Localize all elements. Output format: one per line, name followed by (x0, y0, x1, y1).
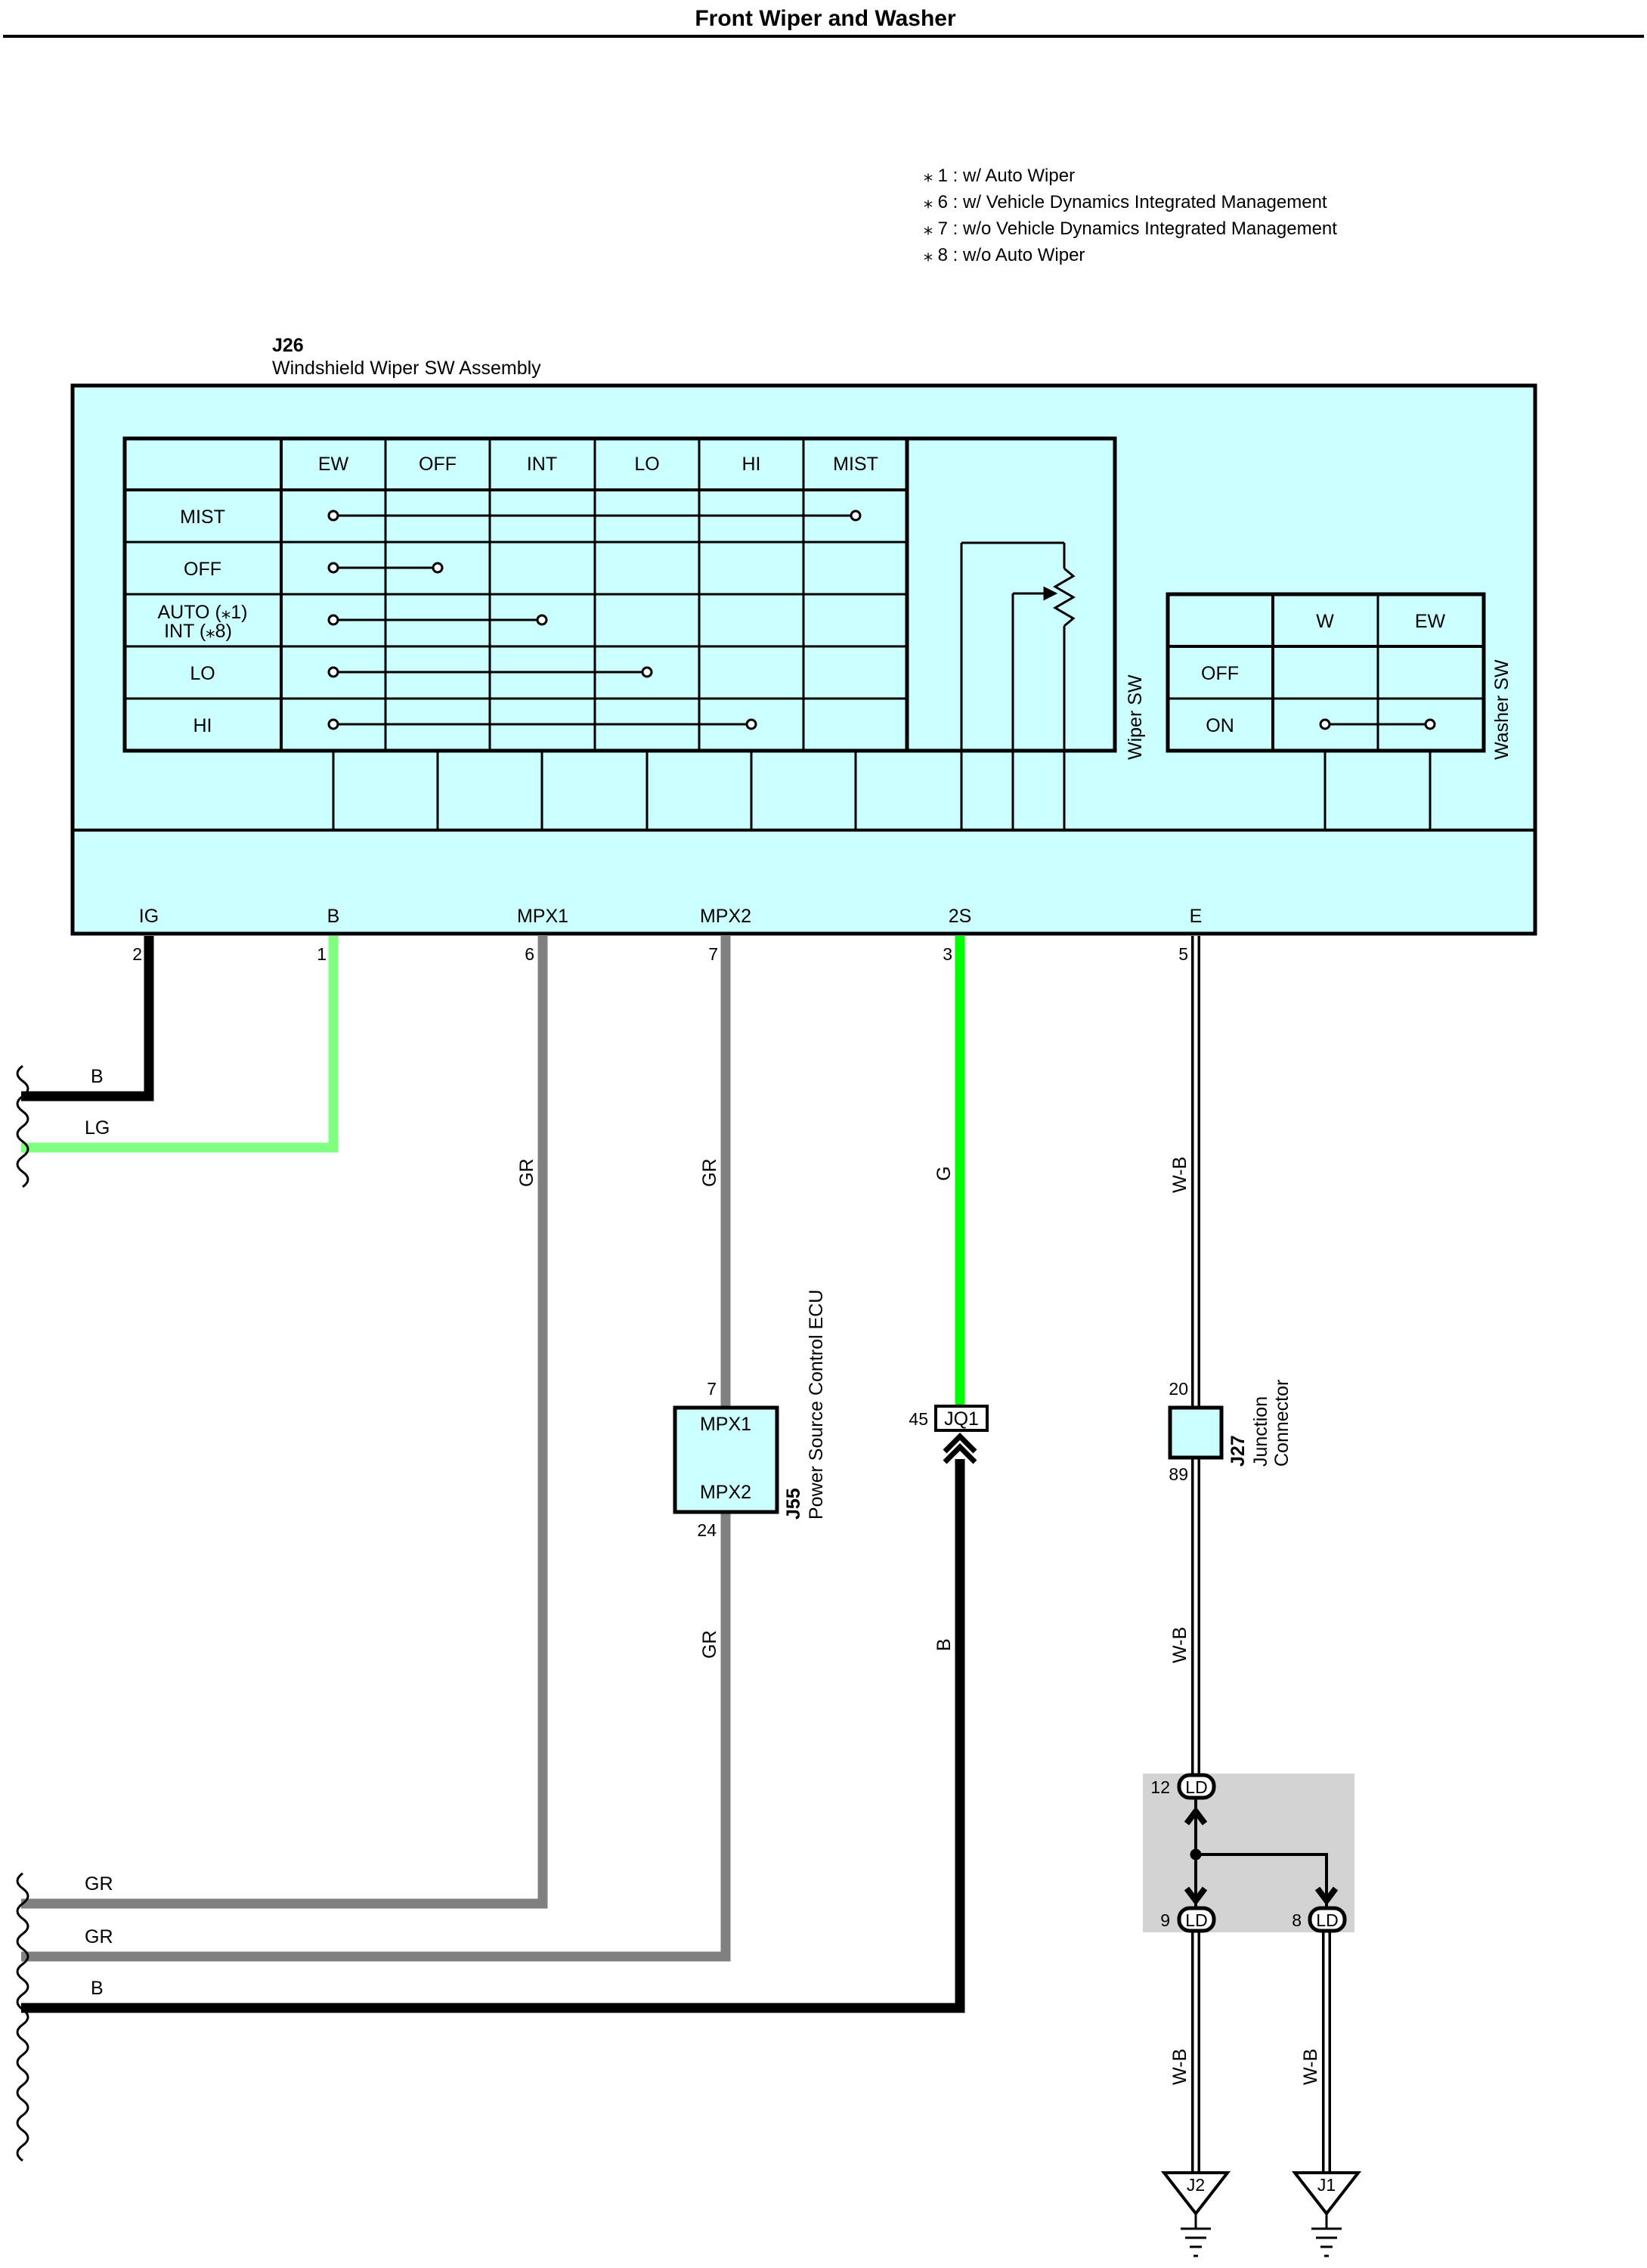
ecu-code: J55 (783, 1488, 804, 1520)
ground-j1-icon (1291, 2171, 1362, 2257)
washer-row-on: ON (1206, 715, 1234, 736)
wiper-col-int: INT (527, 454, 557, 475)
note-8: ⁎ 8 : w/o Auto Wiper (924, 245, 1085, 265)
ecu-j55-box (673, 1405, 779, 1514)
wiper-row-off: OFF (184, 559, 221, 580)
wire-2s-lower (21, 1459, 965, 2013)
variable-resistor-icon (960, 541, 1076, 830)
terminal-b: B (327, 906, 340, 927)
ecu-terminal-bottom: MPX2 (700, 1482, 751, 1503)
jq1-connector (934, 1405, 989, 1464)
j27-name-2: Connector (1271, 1380, 1293, 1467)
washer-contact-bar (1319, 718, 1436, 730)
j27-bottom-pin: 89 (1169, 1464, 1188, 1484)
pin-ig: 2 (132, 944, 142, 964)
note-1: ⁎ 1 : w/ Auto Wiper (924, 166, 1075, 186)
ecu-name: Power Source Control ECU (806, 1290, 827, 1520)
wire-mpx2-lower (21, 1512, 731, 1962)
washer-row-off: OFF (1201, 663, 1239, 684)
j26-code: J26 (272, 335, 304, 356)
exit-label-gr1: GR (85, 1873, 113, 1895)
ecu-top-pin: 7 (707, 1379, 717, 1399)
ground-j2-icon (1160, 2171, 1231, 2257)
ld-connectors (1177, 1773, 1347, 1933)
ld-pin-right: 8 (1292, 1910, 1302, 1930)
pin-mpx2: 7 (708, 944, 718, 964)
wire-label-e-middle: W-B (1169, 1627, 1190, 1663)
note-7: ⁎ 7 : w/o Vehicle Dynamics Integrated Ma… (924, 218, 1337, 239)
j27-code: J27 (1228, 1435, 1249, 1467)
terminal-e: E (1190, 906, 1203, 927)
jq1-pin: 45 (909, 1409, 928, 1429)
wire-label-e-upper: W-B (1169, 1157, 1190, 1193)
wiper-row-auto: AUTO (⁎1) (158, 602, 248, 623)
washer-switch-table (1166, 592, 1486, 830)
ld-label-right: LD (1316, 1910, 1338, 1930)
wire-break-marks (16, 1064, 29, 2162)
ecu-terminal-top: MPX1 (700, 1414, 751, 1435)
pin-2s: 3 (943, 944, 952, 964)
wiper-row-int: INT (⁎8) (164, 621, 232, 642)
j26-pin-numbers: 2 1 6 7 3 5 (132, 944, 1188, 964)
terminal-mpx1: MPX1 (517, 906, 568, 927)
wire-label-mpx1: GR (516, 1159, 537, 1188)
washer-col-w: W (1316, 611, 1334, 632)
wiper-col-mist: MIST (833, 454, 878, 475)
ld-label-left: LD (1185, 1910, 1207, 1930)
washer-col-ew: EW (1415, 611, 1446, 632)
exit-label-b: B (91, 1978, 104, 1999)
j26-name: Windshield Wiper SW Assembly (272, 358, 541, 379)
jq1-label: JQ1 (944, 1408, 979, 1430)
page-title: Front Wiper and Washer (695, 6, 956, 31)
pin-e: 5 (1178, 944, 1188, 964)
ecu-bottom-pin: 24 (697, 1520, 717, 1540)
wire-mpx1 (21, 936, 548, 1909)
wire-label-2s-upper: G (933, 1167, 955, 1181)
wiper-col-ew: EW (318, 454, 349, 475)
wiper-col-off: OFF (419, 454, 457, 475)
pin-b: 1 (317, 944, 327, 964)
ld-label-top: LD (1185, 1777, 1207, 1797)
ld-internal-wiring (1184, 1793, 1339, 1911)
wire-label-mpx2-lower: GR (699, 1631, 720, 1659)
terminal-mpx2: MPX2 (700, 906, 751, 927)
wiper-row-headers: MIST OFF AUTO (⁎1) INT (⁎8) LO HI (158, 507, 248, 736)
wire-label-b: LG (85, 1117, 110, 1139)
wiper-sw-label: Wiper SW (1125, 674, 1146, 760)
wire-label-ld8: W-B (1300, 2049, 1321, 2085)
wiper-row-hi: HI (193, 715, 212, 736)
j27-top-pin: 20 (1169, 1379, 1188, 1399)
ld-pin-top: 12 (1150, 1777, 1170, 1797)
pin-mpx1: 6 (525, 944, 534, 964)
washer-sw-label: Washer SW (1491, 659, 1512, 760)
wiper-col-lo: LO (634, 454, 659, 475)
exit-label-gr2: GR (85, 1926, 113, 1947)
ld-pin-left: 9 (1160, 1910, 1170, 1930)
wiper-row-mist: MIST (180, 507, 225, 528)
wiper-column-headers: EW OFF INT LO HI MIST (318, 454, 878, 475)
wire-label-mpx2-upper: GR (699, 1159, 720, 1188)
j27-name-1: Junction (1250, 1396, 1271, 1467)
wire-color-labels: B LG GR GR G W-B GR B W-B W-B W-B GR GR … (85, 1066, 1321, 2085)
terminal-ig: IG (139, 906, 159, 927)
terminal-2s: 2S (949, 906, 972, 927)
ground-j2-label: J2 (1187, 2175, 1205, 2195)
wire-ig (21, 936, 154, 1101)
wire-label-ig: B (91, 1066, 104, 1087)
j27-box (1168, 1405, 1224, 1460)
wiper-col-hi: HI (742, 454, 761, 475)
footnotes: ⁎ 1 : w/ Auto Wiper ⁎ 6 : w/ Vehicle Dyn… (924, 166, 1337, 265)
j26-terminal-names: IG B MPX1 MPX2 2S E (139, 906, 1203, 927)
wire-b (21, 936, 339, 1153)
wire-label-ld9: W-B (1169, 2049, 1190, 2085)
wiper-contact-bars (327, 510, 862, 730)
wire-label-2s-lower: B (933, 1638, 955, 1651)
note-6: ⁎ 6 : w/ Vehicle Dynamics Integrated Man… (924, 192, 1327, 212)
wiper-row-lo: LO (190, 663, 215, 684)
ground-j1-label: J1 (1317, 2175, 1336, 2195)
